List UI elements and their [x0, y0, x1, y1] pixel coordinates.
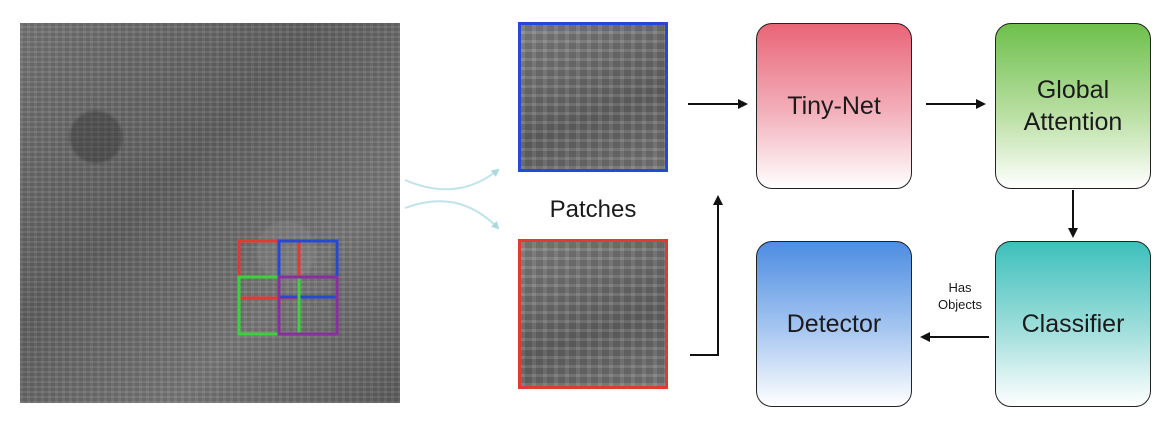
tiny-net-box: Tiny-Net [756, 23, 912, 189]
global-attention-box: Global Attention [995, 23, 1151, 189]
global-attention-label: Global Attention [1023, 76, 1123, 136]
detector-box: Detector [756, 241, 912, 407]
patch-image-blue [518, 22, 668, 172]
flow-arrow-bottom [404, 200, 500, 230]
arrow-red-to-tinynet [690, 195, 723, 356]
satellite-image [20, 23, 400, 403]
grid-patch-blue [277, 239, 339, 299]
has-objects-label: Has Objects [937, 280, 983, 312]
grid-patch-green [237, 275, 301, 336]
classifier-label: Classifier [1021, 310, 1125, 338]
patch-image-red [518, 239, 668, 389]
grid-patch-purple [277, 275, 339, 336]
classifier-box: Classifier [995, 241, 1151, 407]
grid-patch-red [237, 239, 301, 300]
patches-label: Patches [549, 196, 637, 223]
tiny-net-label: Tiny-Net [787, 92, 881, 120]
flow-arrow-top [404, 168, 500, 191]
detector-label: Detector [786, 310, 882, 338]
patch-grid [237, 239, 339, 336]
